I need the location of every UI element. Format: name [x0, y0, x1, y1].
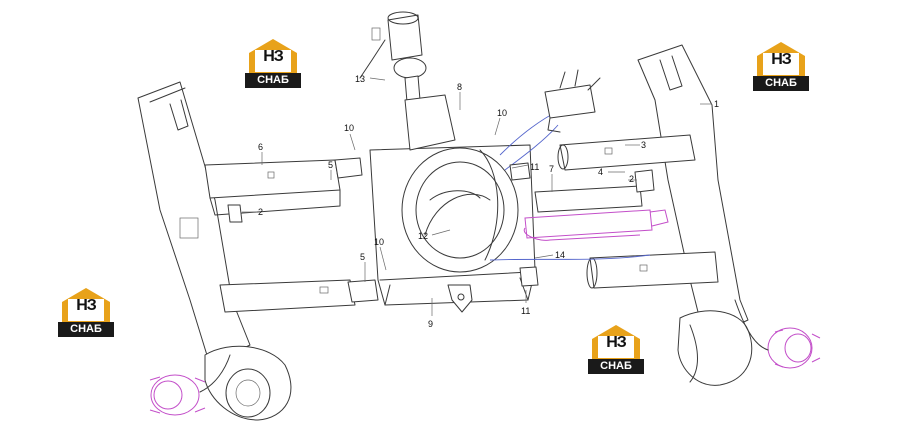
callout-11-lower: 11: [521, 306, 530, 316]
callout-11-upper: 11: [530, 162, 539, 172]
callout-1: 1: [714, 99, 719, 109]
house-icon: [592, 325, 640, 359]
cylinder-7: [534, 185, 643, 213]
cross-member-3: [557, 134, 696, 171]
logo-letters: НЗ: [606, 334, 627, 351]
logo-letters: НЗ: [263, 48, 284, 65]
right-wheel-hub: [734, 299, 821, 369]
callout-2-right: 2: [629, 174, 634, 184]
logo-watermark-bottom-left: НЗ СНАБ: [58, 286, 114, 338]
callout-14: 14: [555, 250, 565, 260]
callout-4: 4: [598, 167, 603, 177]
house-icon: [249, 39, 297, 73]
leader-lines: [242, 77, 712, 316]
valve-block: [544, 69, 601, 133]
callout-10-right: 10: [497, 108, 507, 118]
logo-subtitle: СНАБ: [588, 359, 644, 374]
logo-watermark-top-right: НЗ СНАБ: [753, 40, 809, 92]
brackets: [227, 157, 655, 303]
callout-3: 3: [641, 140, 646, 150]
callout-9: 9: [428, 319, 433, 329]
logo-watermark-bottom-center: НЗ СНАБ: [588, 323, 644, 375]
callout-10-upper: 10: [344, 123, 354, 133]
callout-10-lower: 10: [374, 237, 384, 247]
callout-12: 12: [418, 231, 428, 241]
callout-13: 13: [355, 74, 365, 84]
callout-8: 8: [457, 82, 462, 92]
cross-member-lower-right: [586, 251, 719, 289]
logo-letters: НЗ: [76, 297, 97, 314]
right-frame-leg: [637, 44, 753, 386]
logo-subtitle: СНАБ: [58, 322, 114, 337]
house-icon: [757, 42, 805, 76]
cross-member-6: [204, 159, 341, 216]
callout-2-left: 2: [258, 207, 263, 217]
logo-subtitle: СНАБ: [753, 76, 809, 91]
hydraulic-cylinder-highlight: [523, 209, 669, 241]
logo-watermark-top-left: НЗ СНАБ: [245, 37, 301, 89]
left-wheel-hub: [149, 354, 231, 416]
callouts: 1 2 2 3 4 5 5 6 7 8 9 10 10 10 11 11 12 …: [258, 74, 719, 329]
steering-column-13: [359, 11, 456, 151]
logo-subtitle: СНАБ: [245, 73, 301, 88]
cross-member-lower-left: [219, 279, 356, 313]
house-icon: [62, 288, 110, 322]
left-frame-leg: [137, 81, 292, 421]
callout-6: 6: [258, 142, 263, 152]
callout-7: 7: [549, 164, 554, 174]
slew-ring: [401, 147, 519, 273]
callout-5-lower: 5: [360, 252, 365, 262]
logo-letters: НЗ: [771, 51, 792, 68]
callout-5-upper: 5: [328, 160, 333, 170]
